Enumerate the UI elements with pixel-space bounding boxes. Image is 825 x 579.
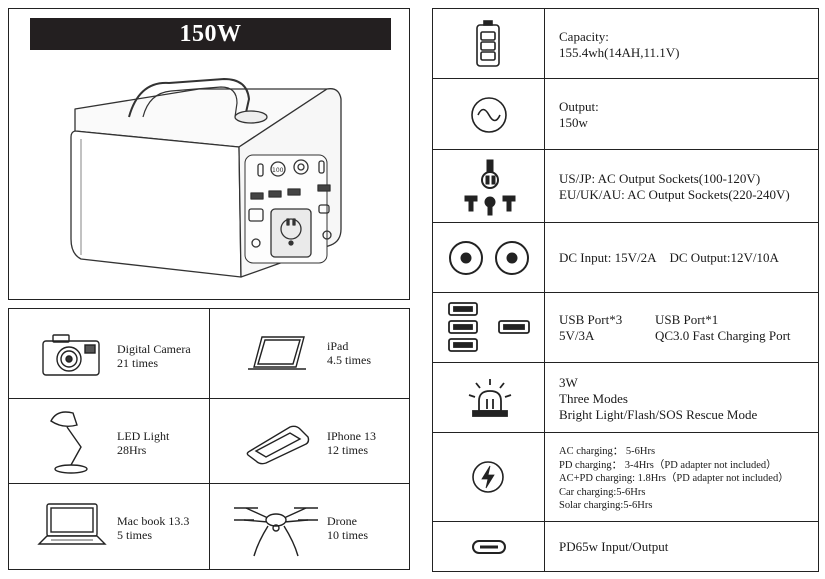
emergency-light-icon bbox=[468, 379, 512, 417]
device-capacity: 21 times bbox=[117, 356, 158, 370]
spec-row-usb: USB Port*3 USB Port*1 5V/3A QC3.0 Fast Cha… bbox=[433, 293, 818, 363]
ac-us-jp: US/JP: AC Output Sockets(100-120V) bbox=[559, 171, 761, 186]
device-name: IPhone 13 bbox=[327, 429, 376, 443]
usb-port-icon bbox=[448, 302, 530, 352]
output-label: Output: bbox=[559, 99, 599, 114]
usb-port-a: USB Port*3 bbox=[559, 312, 623, 327]
light-modes: Three Modes bbox=[559, 391, 628, 406]
device-cell-macbook: Mac book 13.3 5 times bbox=[9, 484, 210, 570]
tablet-icon bbox=[248, 336, 306, 370]
ac-socket-icon bbox=[464, 159, 516, 216]
usb-port-row: USB Port*3 USB Port*1 bbox=[559, 312, 791, 328]
sine-wave-icon bbox=[471, 97, 507, 133]
charging-car: Car charging:5-6Hrs bbox=[559, 486, 646, 498]
spec-row-dc: DC Input: 15V/2A DC Output:12V/10A bbox=[433, 223, 818, 293]
usb-port-b: USB Port*1 bbox=[655, 312, 719, 327]
device-capacity: 4.5 times bbox=[327, 353, 371, 367]
charging-ac-pd: AC+PD charging: 1.8Hrs（PD adapter not in… bbox=[559, 473, 789, 484]
power-station-illustration: 100 bbox=[70, 78, 342, 278]
light-mode-list: Bright Light/Flash/SOS Rescue Mode bbox=[559, 407, 758, 422]
device-cell-led: LED Light 28Hrs bbox=[9, 399, 210, 484]
battery-icon bbox=[476, 20, 500, 67]
output-value: 150w bbox=[559, 115, 588, 130]
spec-table: Capacity: 155.4wh(14AH,11.1V) Output: 15… bbox=[432, 8, 819, 572]
spec-row-output: Output: 150w bbox=[433, 79, 818, 150]
device-name: Digital Camera bbox=[117, 342, 191, 356]
dc-input: DC Input: 15V/2A bbox=[559, 250, 657, 265]
dc-output: DC Output:12V/10A bbox=[669, 250, 779, 265]
device-cell-drone: Drone 10 times bbox=[210, 484, 410, 570]
usb-spec-b: QC3.0 Fast Charging Port bbox=[655, 328, 791, 343]
spec-row-pd: PD65w Input/Output bbox=[433, 522, 818, 571]
device-name: iPad bbox=[327, 339, 349, 353]
camera-icon bbox=[42, 334, 100, 376]
laptop-icon bbox=[37, 503, 107, 545]
drone-icon bbox=[234, 507, 318, 557]
usb-c-port-icon bbox=[472, 540, 506, 554]
charging-solar: Solar charging:5-6Hrs bbox=[559, 500, 653, 511]
device-name: Drone bbox=[327, 514, 357, 528]
wattage-banner: 150W bbox=[30, 18, 391, 50]
device-cell-ipad: iPad 4.5 times bbox=[210, 309, 410, 399]
device-name: Mac book 13.3 bbox=[117, 514, 190, 528]
spec-row-capacity: Capacity: 155.4wh(14AH,11.1V) bbox=[433, 9, 818, 79]
charging-ac: AC charging： 5-6Hrs bbox=[559, 446, 656, 457]
usb-spec-row: 5V/3A QC3.0 Fast Charging Port bbox=[559, 328, 791, 344]
pd-label: PD65w Input/Output bbox=[559, 539, 669, 554]
capacity-label: Capacity: bbox=[559, 29, 609, 44]
device-capacity: 10 times bbox=[327, 528, 368, 542]
device-capacity: 5 times bbox=[117, 528, 152, 542]
capacity-value: 155.4wh(14AH,11.1V) bbox=[559, 45, 680, 60]
device-cell-iphone: IPhone 13 12 times bbox=[210, 399, 410, 484]
dc-port-icon bbox=[449, 241, 529, 275]
usb-spec-a: 5V/3A bbox=[559, 328, 595, 343]
svg-text:100: 100 bbox=[272, 167, 284, 174]
light-power: 3W bbox=[559, 375, 578, 390]
spec-row-charging: AC charging： 5-6Hrs PD charging： 3-4Hrs（… bbox=[433, 433, 818, 522]
dc-input-output: DC Input: 15V/2A DC Output:12V/10A bbox=[559, 250, 779, 266]
ac-eu-uk-au: EU/UK/AU: AC Output Sockets(220-240V) bbox=[559, 187, 790, 202]
device-capacity: 12 times bbox=[327, 443, 368, 457]
product-panel: 150W 100 bbox=[8, 8, 410, 300]
phone-icon bbox=[246, 425, 310, 465]
device-name: LED Light bbox=[117, 429, 170, 443]
device-compatibility-grid: Digital Camera 21 times iPad 4.5 times bbox=[8, 308, 410, 570]
spec-row-light: 3W Three Modes Bright Light/Flash/SOS Re… bbox=[433, 363, 818, 433]
device-cell-camera: Digital Camera 21 times bbox=[9, 309, 210, 399]
charging-pd: PD charging： 3-4Hrs（PD adapter not inclu… bbox=[559, 459, 777, 471]
fast-charge-icon bbox=[472, 461, 504, 493]
device-capacity: 28Hrs bbox=[117, 443, 147, 457]
spec-row-ac-sockets: US/JP: AC Output Sockets(100-120V) EU/UK… bbox=[433, 150, 818, 223]
desk-lamp-icon bbox=[50, 411, 88, 474]
